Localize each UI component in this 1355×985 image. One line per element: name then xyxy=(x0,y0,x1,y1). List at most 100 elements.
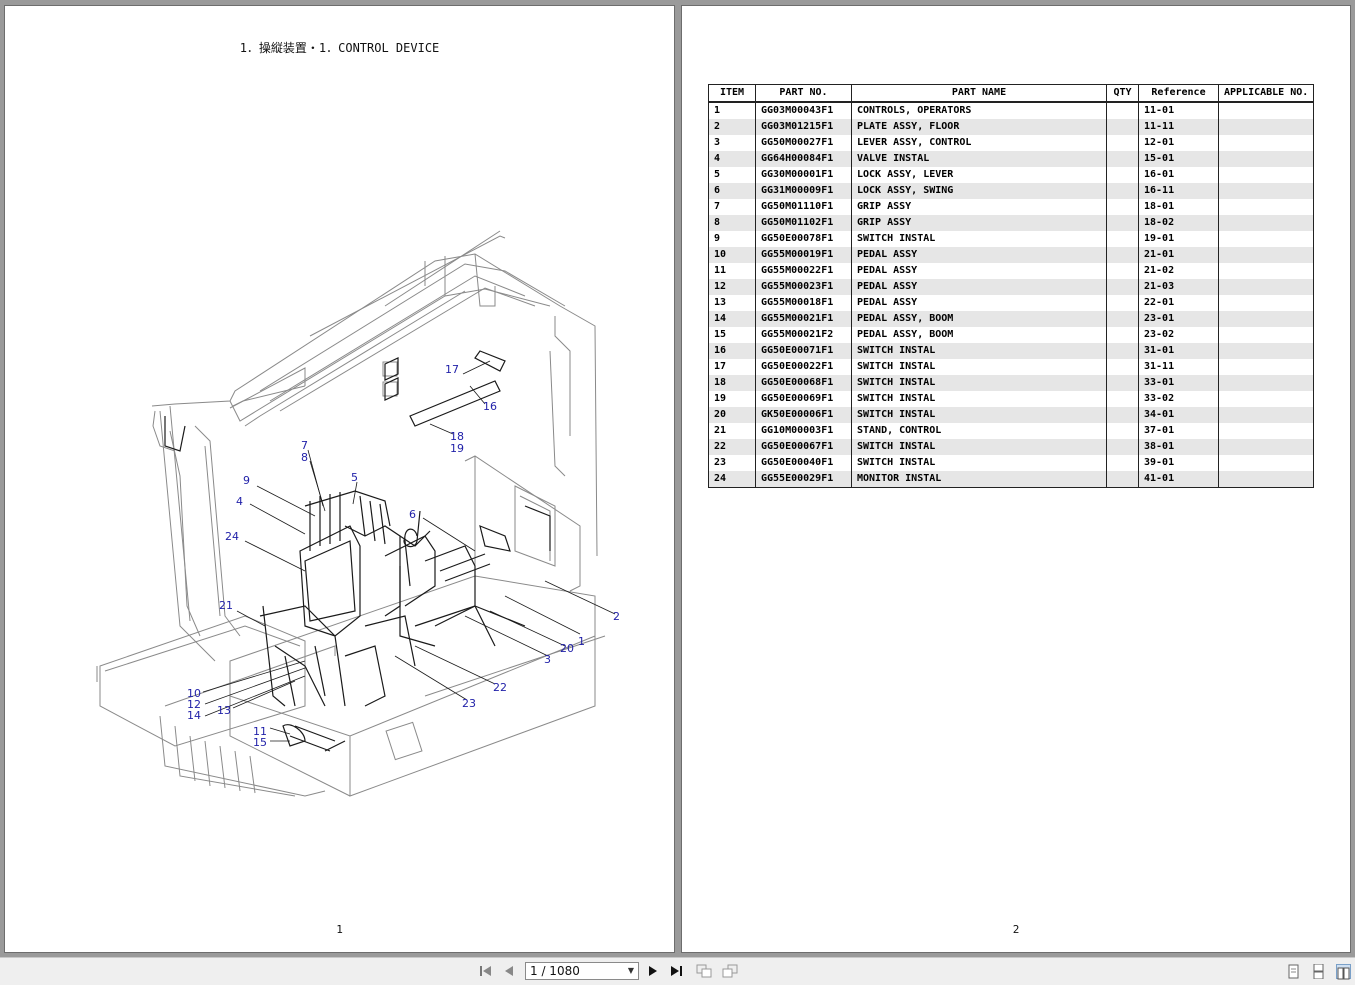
cell-qty xyxy=(1106,135,1139,151)
cell-qty xyxy=(1106,311,1139,327)
cell-part-name: VALVE INSTAL xyxy=(851,151,1107,167)
last-page-icon[interactable] xyxy=(668,963,684,979)
cell-item: 15 xyxy=(708,327,756,343)
cell-part-name: SWITCH INSTAL xyxy=(851,455,1107,471)
chevron-down-icon: ▼ xyxy=(627,966,634,975)
cell-reference: 11-11 xyxy=(1138,119,1219,135)
cell-part-no: GG64H00084F1 xyxy=(755,151,852,167)
forward-view-icon[interactable] xyxy=(722,963,738,979)
callout-11: 11 xyxy=(253,725,267,738)
first-page-icon[interactable] xyxy=(478,963,494,979)
cell-qty xyxy=(1106,215,1139,231)
cell-part-no: GG55M00022F1 xyxy=(755,263,852,279)
cell-part-name: SWITCH INSTAL xyxy=(851,407,1107,423)
callout-10: 10 xyxy=(187,687,201,700)
cell-part-name: PEDAL ASSY xyxy=(851,295,1107,311)
cell-qty xyxy=(1106,102,1139,119)
single-page-view-icon[interactable] xyxy=(1286,964,1301,979)
next-page-icon[interactable] xyxy=(645,963,661,979)
cell-reference: 18-02 xyxy=(1138,215,1219,231)
cell-applicable-no xyxy=(1217,279,1315,295)
cell-qty xyxy=(1106,471,1139,488)
cell-part-no: GG50E00068F1 xyxy=(755,375,852,391)
cell-applicable-no xyxy=(1217,215,1315,231)
cell-item: 3 xyxy=(708,135,756,151)
cell-reference: 15-01 xyxy=(1138,151,1219,167)
cell-part-no: GG10M00003F1 xyxy=(755,423,852,439)
cell-item: 19 xyxy=(708,391,756,407)
continuous-view-icon[interactable] xyxy=(1311,963,1326,980)
cell-reference: 21-02 xyxy=(1138,263,1219,279)
page-number-select[interactable]: 1 / 1080 ▼ xyxy=(525,962,639,980)
cell-part-no: GG50E00040F1 xyxy=(755,455,852,471)
cell-part-no: GG55M00021F2 xyxy=(755,327,852,343)
cell-item: 12 xyxy=(708,279,756,295)
cell-applicable-no xyxy=(1217,343,1315,359)
cell-part-no: GG50M01110F1 xyxy=(755,199,852,215)
cell-qty xyxy=(1106,263,1139,279)
cell-applicable-no xyxy=(1217,247,1315,263)
callout-16: 16 xyxy=(483,400,497,413)
cell-applicable-no xyxy=(1217,375,1315,391)
cell-reference: 18-01 xyxy=(1138,199,1219,215)
cell-reference: 11-01 xyxy=(1138,102,1219,119)
cell-reference: 19-01 xyxy=(1138,231,1219,247)
callout-8: 8 xyxy=(301,451,308,464)
prev-page-icon[interactable] xyxy=(501,963,517,979)
cell-item: 20 xyxy=(708,407,756,423)
cell-item: 2 xyxy=(708,119,756,135)
back-view-icon[interactable] xyxy=(696,963,712,979)
cell-part-name: PEDAL ASSY xyxy=(851,247,1107,263)
cell-item: 18 xyxy=(708,375,756,391)
cell-part-no: GG03M01215F1 xyxy=(755,119,852,135)
callout-6: 6 xyxy=(409,508,416,521)
cell-applicable-no xyxy=(1217,183,1315,199)
cell-qty xyxy=(1106,423,1139,439)
callout-7: 7 xyxy=(301,439,308,452)
callout-20: 20 xyxy=(560,642,574,655)
cell-part-name: CONTROLS, OPERATORS xyxy=(851,102,1107,119)
cell-item: 4 xyxy=(708,151,756,167)
page-title: 1．操縦装置・1．CONTROL DEVICE xyxy=(239,41,440,55)
callout-18: 18 xyxy=(450,430,464,443)
cell-reference: 31-11 xyxy=(1138,359,1219,375)
callout-3: 3 xyxy=(544,653,551,666)
cell-part-name: SWITCH INSTAL xyxy=(851,391,1107,407)
header-part-no: PART NO. xyxy=(755,84,852,103)
cell-item: 7 xyxy=(708,199,756,215)
cell-part-name: PLATE ASSY, FLOOR xyxy=(851,119,1107,135)
cell-part-no: GG50E00069F1 xyxy=(755,391,852,407)
cell-reference: 39-01 xyxy=(1138,455,1219,471)
callout-12: 12 xyxy=(187,698,201,711)
parts-list-table: ITEM PART NO. PART NAME QTY Reference AP… xyxy=(708,84,1315,488)
callout-19: 19 xyxy=(450,442,464,455)
cell-part-name: SWITCH INSTAL xyxy=(851,359,1107,375)
cell-part-no: GG50M00027F1 xyxy=(755,135,852,151)
cell-part-name: PEDAL ASSY, BOOM xyxy=(851,311,1107,327)
cell-reference: 16-01 xyxy=(1138,167,1219,183)
cell-part-no: GG55M00018F1 xyxy=(755,295,852,311)
cell-item: 23 xyxy=(708,455,756,471)
two-page-view-icon[interactable] xyxy=(1336,964,1351,980)
cell-applicable-no xyxy=(1217,263,1315,279)
cell-part-name: SWITCH INSTAL xyxy=(851,439,1107,455)
cell-item: 10 xyxy=(708,247,756,263)
cell-part-name: LEVER ASSY, CONTROL xyxy=(851,135,1107,151)
cell-part-name: STAND, CONTROL xyxy=(851,423,1107,439)
cell-qty xyxy=(1106,455,1139,471)
cell-reference: 12-01 xyxy=(1138,135,1219,151)
cell-reference: 23-01 xyxy=(1138,311,1219,327)
cell-qty xyxy=(1106,295,1139,311)
cell-part-no: GG50M01102F1 xyxy=(755,215,852,231)
cell-item: 11 xyxy=(708,263,756,279)
cell-applicable-no xyxy=(1217,407,1315,423)
